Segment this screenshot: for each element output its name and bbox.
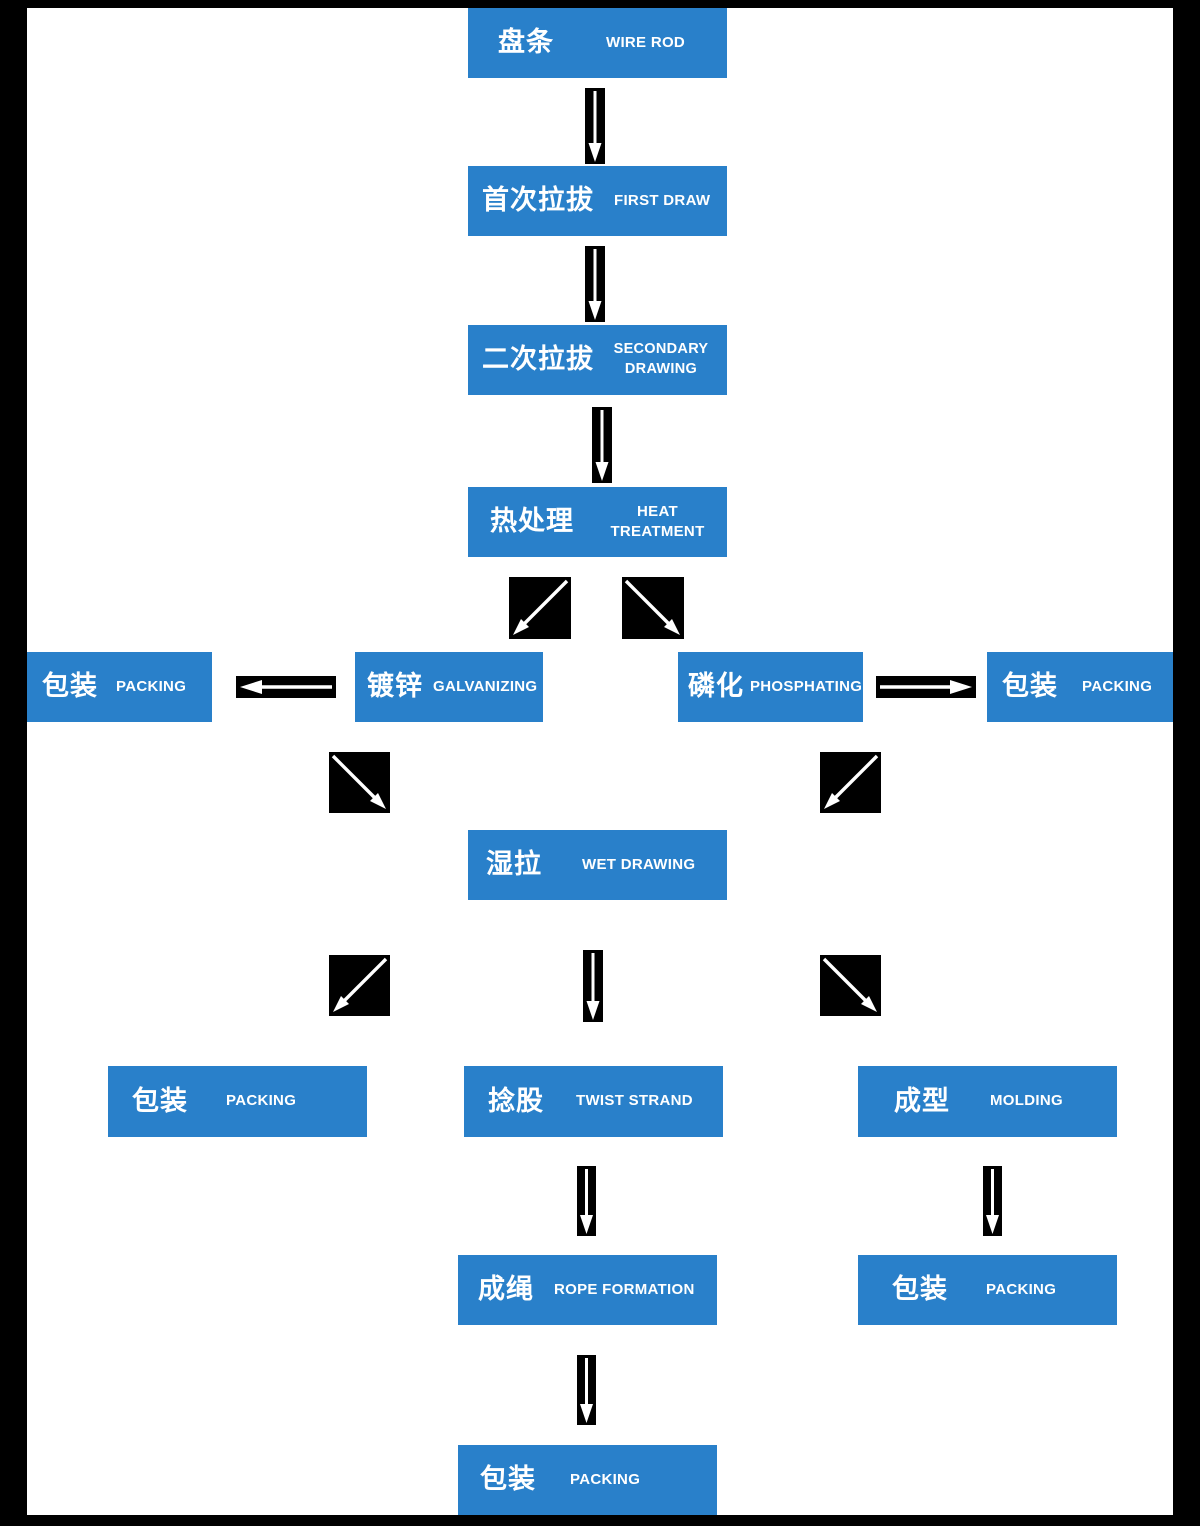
node-label-cn: 包装 — [132, 1085, 188, 1116]
arrow-left-icon — [240, 680, 332, 694]
arrow-secondary-draw-to-heat-treatment — [592, 407, 612, 483]
arrow-wet-drawing-to-molding — [820, 955, 881, 1016]
arrow-down-right-icon — [331, 754, 386, 809]
node-label-en: MOLDING — [990, 1092, 1063, 1110]
arrow-down-right-icon — [624, 579, 680, 635]
arrow-first-draw-to-secondary-draw — [585, 246, 605, 322]
arrow-wet-drawing-to-twist-strand — [583, 950, 603, 1022]
node-label-cn: 二次拉拔 — [482, 344, 594, 375]
process-node-packing-left-2[interactable]: 包装 PACKING — [108, 1066, 367, 1137]
node-label-en: ROPE FORMATION — [554, 1280, 695, 1298]
arrow-phosphating-to-wet-drawing — [820, 752, 881, 813]
arrow-twist-strand-to-rope-formation — [577, 1166, 596, 1236]
node-label-cn: 包装 — [1002, 671, 1058, 702]
node-label-cn: 包装 — [892, 1274, 948, 1305]
arrow-molding-to-packing — [983, 1166, 1002, 1236]
node-label-cn: 磷化 — [688, 671, 744, 702]
node-label-en: PACKING — [570, 1470, 641, 1488]
arrow-wire-rod-to-first-draw — [585, 88, 605, 164]
arrow-down-icon — [580, 1358, 593, 1423]
arrow-down-right-icon — [822, 957, 877, 1012]
process-node-heat-treatment[interactable]: 热处理 HEAT TREATMENT — [468, 487, 727, 557]
node-label-cn: 热处理 — [490, 506, 574, 537]
process-node-galvanizing[interactable]: 镀锌 GALVANIZING — [355, 652, 543, 722]
process-node-molding[interactable]: 成型 MOLDING — [858, 1066, 1117, 1137]
node-label-en: PACKING — [226, 1092, 297, 1110]
process-node-packing-right-1[interactable]: 包装 PACKING — [987, 652, 1173, 722]
node-label-cn: 镀锌 — [367, 671, 423, 702]
arrow-right-icon — [880, 680, 972, 694]
node-label-cn: 首次拉拔 — [482, 185, 594, 216]
process-node-wet-drawing[interactable]: 湿拉 WET DRAWING — [468, 830, 727, 900]
process-node-packing-right-2[interactable]: 包装 PACKING — [858, 1255, 1117, 1325]
arrow-heat-treatment-to-galvanizing — [509, 577, 571, 639]
node-label-en: HEAT TREATMENT — [610, 502, 705, 540]
node-label-en: TWIST STRAND — [576, 1092, 693, 1110]
node-label-en: PHOSPHATING — [750, 677, 863, 695]
process-node-twist-strand[interactable]: 捻股 TWIST STRAND — [464, 1066, 723, 1137]
process-node-rope-formation[interactable]: 成绳 ROPE FORMATION — [458, 1255, 717, 1325]
node-label-en: WET DRAWING — [582, 855, 696, 873]
arrow-phosphating-to-packing — [876, 676, 976, 698]
node-label-en: PACKING — [986, 1280, 1057, 1298]
node-label-cn: 捻股 — [488, 1085, 544, 1116]
arrow-down-icon — [580, 1169, 593, 1234]
process-node-first-draw[interactable]: 首次拉拔 FIRST DRAW — [468, 166, 727, 236]
node-label-en: FIRST DRAW — [614, 191, 711, 209]
arrow-down-icon — [986, 1169, 999, 1234]
arrow-down-icon — [588, 249, 602, 320]
node-label-en: WIRE ROD — [606, 33, 686, 51]
process-node-secondary-draw[interactable]: 二次拉拔 SECONDARY DRAWING — [468, 325, 727, 395]
arrow-down-left-icon — [333, 957, 388, 1012]
node-label-en: PACKING — [116, 677, 187, 695]
node-label-en: SECONDARY DRAWING — [613, 341, 709, 377]
arrow-wet-drawing-to-packing — [329, 955, 390, 1016]
process-node-wire-rod[interactable]: 盘条 WIRE ROD — [468, 8, 727, 78]
arrow-down-left-icon — [513, 579, 569, 635]
node-label-en: PACKING — [1082, 677, 1153, 695]
arrow-down-icon — [595, 410, 609, 481]
arrow-galvanizing-to-wet-drawing — [329, 752, 390, 813]
arrow-galvanizing-to-packing — [236, 676, 336, 698]
node-label-cn: 成绳 — [478, 1274, 534, 1305]
arrow-down-icon — [588, 91, 602, 162]
node-label-cn: 包装 — [480, 1464, 536, 1495]
node-label-cn: 包装 — [42, 671, 98, 702]
process-node-phosphating[interactable]: 磷化 PHOSPHATING — [678, 652, 863, 722]
arrow-heat-treatment-to-phosphating — [622, 577, 684, 639]
process-node-packing-bottom[interactable]: 包装 PACKING — [458, 1445, 717, 1515]
node-label-cn: 成型 — [894, 1085, 950, 1116]
arrow-down-icon — [586, 953, 600, 1020]
node-label-cn: 盘条 — [498, 27, 554, 58]
node-label-en: GALVANIZING — [433, 677, 538, 695]
node-label-cn: 湿拉 — [486, 849, 542, 880]
arrow-rope-formation-to-packing — [577, 1355, 596, 1425]
arrow-down-left-icon — [824, 754, 879, 809]
process-node-packing-left-1[interactable]: 包装 PACKING — [27, 652, 212, 722]
